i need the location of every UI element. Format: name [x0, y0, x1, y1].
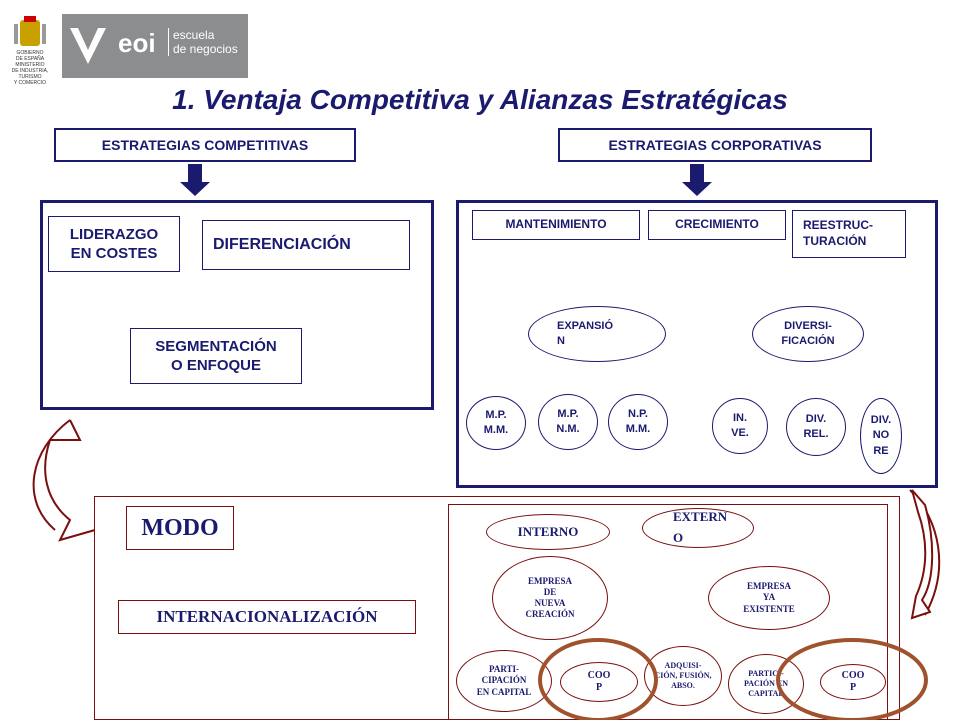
curved-arrow-left-icon [32, 419, 71, 531]
eoi-brand: eoi [118, 28, 156, 58]
external-node: EXTERN O [642, 508, 754, 548]
acquisition-node: ADQUISI- CIÓN, FUSIÓN, ABSO. [644, 646, 722, 706]
diversification-leaf-div-no-re: DIV. NO RE [860, 398, 902, 474]
internal-node: INTERNO [486, 514, 610, 550]
cost-leadership-box: LIDERAZGO EN COSTES [48, 216, 180, 272]
expansion-leaf-mp-nm: M.P. N.M. [538, 394, 598, 450]
corporate-strategies-header: ESTRATEGIAS CORPORATIVAS [558, 128, 872, 162]
new-company-node: EMPRESA DE NUEVA CREACIÓN [492, 556, 608, 640]
restructuring-box: REESTRUC- TURACIÓN [792, 210, 906, 258]
existing-company-node: EMPRESA YA EXISTENTE [708, 566, 830, 630]
curved-arrow-left-outline-icon [44, 419, 96, 542]
government-logo: GOBIERNO DE ESPAÑA MINISTERIO DE INDUSTR… [0, 14, 60, 86]
maintenance-box: MANTENIMIENTO [472, 210, 640, 240]
page-title: 1. Ventaja Competitiva y Alianzas Estrat… [172, 84, 788, 115]
down-arrow-icon [180, 164, 210, 196]
eoi-logo: eoi escuela de negocios [62, 14, 248, 78]
cooperation-node-1: COO P [560, 662, 638, 702]
diversification-leaf-div-rel: DIV. REL. [786, 398, 846, 456]
coat-of-arms-icon [14, 16, 46, 46]
capital-participation-node: PARTI- CIPACIÓN EN CAPITAL [456, 650, 552, 712]
expansion-leaf-mp-mm: M.P. M.M. [466, 396, 526, 450]
expansion-node: EXPANSIÓ N [528, 306, 666, 362]
cooperation-node-2: COO P [820, 664, 886, 700]
down-arrow-icon [682, 164, 712, 196]
growth-box: CRECIMIENTO [648, 210, 786, 240]
differentiation-box: DIFERENCIACIÓN [202, 220, 410, 270]
internationalization-label: INTERNACIONALIZACIÓN [118, 600, 416, 634]
eoi-symbol-icon [70, 28, 106, 64]
diversification-node: DIVERSI- FICACIÓN [752, 306, 864, 362]
expansion-leaf-np-mm: N.P. M.M. [608, 394, 668, 450]
eoi-subtitle: escuela de negocios [168, 28, 238, 56]
segmentation-box: SEGMENTACIÓN O ENFOQUE [130, 328, 302, 384]
competitive-strategies-header: ESTRATEGIAS COMPETITIVAS [54, 128, 356, 162]
diversification-leaf-in-ve: IN. VE. [712, 398, 768, 454]
government-text: GOBIERNO DE ESPAÑA MINISTERIO DE INDUSTR… [11, 50, 49, 86]
curved-arrow-right-outline-icon [910, 489, 934, 620]
capital-participation-node-2: PARTICI- PACIÓN EN CAPITAL [728, 654, 804, 714]
modo-label: MODO [126, 506, 234, 550]
